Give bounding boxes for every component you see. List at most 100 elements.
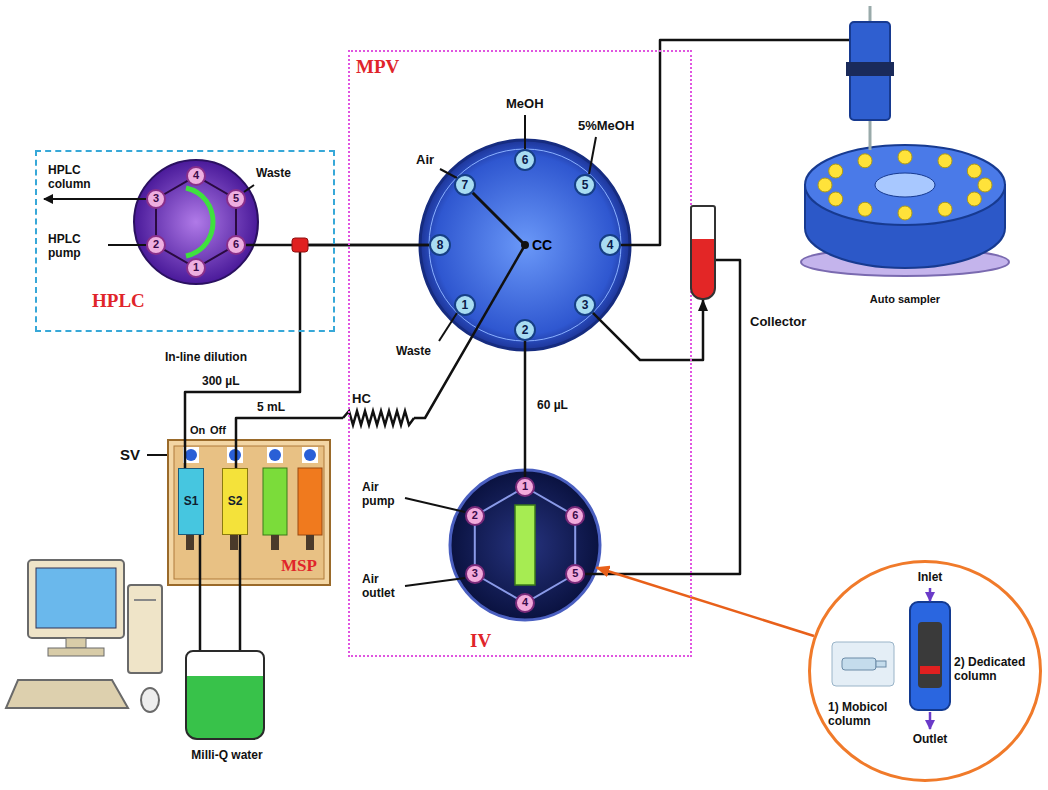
iv-port: 3 — [465, 564, 485, 584]
autosampler-illustration — [938, 154, 952, 168]
port-number: 3 — [582, 298, 589, 312]
port-number: 3 — [153, 192, 159, 205]
port-label: Air — [416, 152, 434, 168]
autosampler-illustration — [858, 202, 872, 216]
flow-label: Inlet — [905, 570, 955, 584]
tubing-connector — [236, 336, 473, 468]
module-title: MSP — [281, 556, 317, 576]
switch-valve-knob — [185, 449, 197, 461]
switch-valve-knob — [267, 447, 283, 463]
port-number: 5 — [582, 178, 589, 192]
switch-label: Off — [210, 424, 226, 437]
autosampler-illustration — [898, 206, 912, 220]
leader-line — [44, 115, 596, 586]
hplc-valve-port: 3 — [146, 189, 166, 209]
valve-center-label: CC — [532, 237, 552, 254]
hplc-valve-port: 5 — [226, 189, 246, 209]
autosampler-illustration — [805, 145, 1005, 225]
hplc-valve-body — [156, 176, 236, 268]
column-caption: 2) Dedicated column — [954, 655, 1034, 684]
autosampler-illustration — [829, 192, 843, 206]
holding-coil — [343, 411, 414, 425]
coil-label: HC — [352, 391, 371, 407]
mpv-port: 6 — [514, 149, 536, 171]
connector-group — [185, 40, 814, 650]
switch-valve-knob — [183, 447, 318, 463]
hplc-valve-port: 6 — [226, 235, 246, 255]
port-number: 6 — [522, 153, 529, 167]
port-number: 4 — [522, 596, 528, 609]
line-label: In-line dilution — [165, 350, 247, 364]
port-number: 2 — [472, 509, 478, 522]
syringe-pump-panel — [271, 535, 279, 550]
leader-line — [44, 198, 146, 200]
iv-valve-body — [515, 505, 535, 585]
autosampler-illustration — [978, 178, 992, 192]
port-number: 3 — [472, 567, 478, 580]
port-number: 2 — [153, 238, 159, 251]
column-illustration — [920, 666, 940, 674]
hplc-valve-port: 2 — [146, 235, 166, 255]
mpv-port: 7 — [454, 174, 476, 196]
iv-port: 5 — [565, 564, 585, 584]
mpv-port: 8 — [429, 234, 451, 256]
column-illustration — [918, 622, 942, 688]
autosampler-illustration — [967, 164, 981, 178]
mpv-valve-body — [473, 193, 525, 245]
autosampler-illustration — [818, 150, 992, 220]
switch-valve-knob — [269, 449, 281, 461]
mpv-port: 4 — [599, 234, 621, 256]
port-label: HPLC pump — [48, 232, 106, 261]
column-illustration — [929, 588, 932, 601]
water-bottle: Milli-Q water — [185, 650, 265, 740]
syringe-label: S1 — [184, 494, 199, 508]
column-illustration — [876, 661, 886, 667]
iv-valve-body — [450, 470, 600, 620]
column-illustration — [929, 712, 932, 729]
switch-valve-knob — [302, 447, 318, 463]
switch-valve-knob — [304, 449, 316, 461]
leader-line — [524, 115, 526, 149]
port-label: HPLC column — [48, 163, 106, 192]
port-number: 1 — [193, 261, 199, 274]
syringe: S1 — [178, 468, 204, 535]
computer-illustration — [6, 560, 162, 712]
hplc-valve-body — [134, 160, 258, 284]
mpv-port: 3 — [574, 294, 596, 316]
valve-label: SV — [120, 446, 140, 464]
column-illustration — [842, 658, 876, 670]
leader-line — [440, 169, 457, 178]
autosampler-illustration — [800, 6, 1009, 276]
tubing-connector — [593, 300, 703, 360]
computer-illustration — [134, 599, 156, 601]
leader-line — [439, 313, 457, 341]
iv-valve-body — [450, 470, 600, 620]
tubing-connector — [585, 260, 740, 574]
switch-label: On — [190, 424, 205, 437]
syringe-label: S2 — [228, 494, 243, 508]
valve-title: IV — [470, 630, 491, 653]
holding-coil — [343, 411, 414, 425]
column-caption: 1) Mobicol column — [828, 700, 902, 729]
port-number: 5 — [572, 567, 578, 580]
computer-illustration — [128, 585, 162, 673]
hplc-valve-body — [134, 160, 258, 284]
mpv-valve-body — [429, 149, 621, 341]
tubing-connector — [239, 535, 242, 650]
autosampler: Auto sampler — [800, 20, 1010, 290]
port-number: 6 — [233, 238, 239, 251]
tee-fitting — [292, 238, 308, 252]
volume-label: 300 µL — [200, 374, 242, 388]
iv-valve-body — [475, 487, 575, 603]
computer-illustration — [6, 680, 128, 708]
column-illustration — [910, 602, 950, 710]
syringe-pump-panel — [306, 535, 314, 550]
autosampler-illustration — [938, 202, 952, 216]
autosampler-illustration — [800, 39, 852, 42]
device-label: Auto sampler — [800, 293, 1010, 306]
port-number: 4 — [193, 169, 199, 182]
syringe: S2 — [222, 468, 248, 535]
mpv-port: 2 — [514, 319, 536, 341]
multiposition-valve: CC12345678 — [420, 140, 630, 350]
